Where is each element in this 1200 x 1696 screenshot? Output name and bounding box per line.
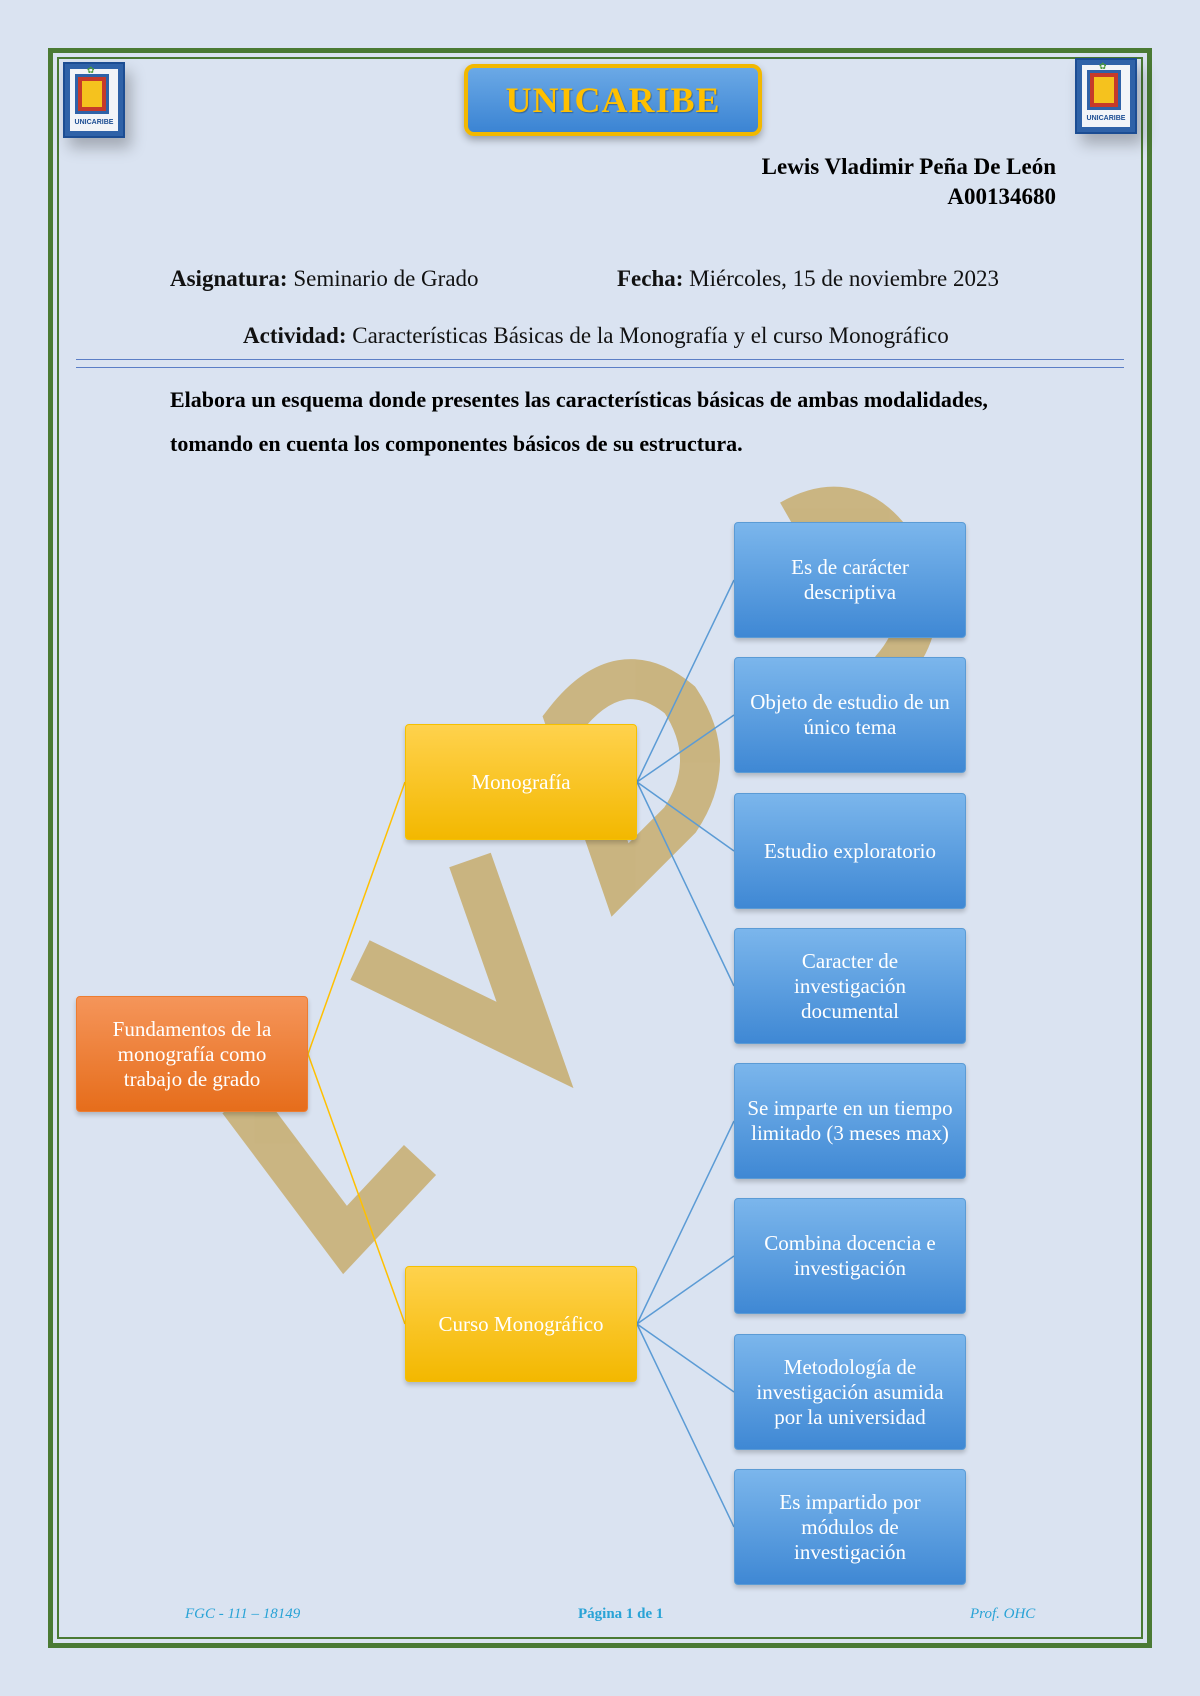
branch-connector <box>307 781 406 1055</box>
date-line: Fecha: Miércoles, 15 de noviembre 2023 <box>617 266 999 292</box>
logo-label: UNICARIBE <box>1086 115 1126 122</box>
leaf-label: Objeto de estudio de un único tema <box>750 690 950 739</box>
header-divider <box>76 359 1124 360</box>
leaf-connector <box>636 579 735 783</box>
leaf-icon: ✿ <box>87 66 95 76</box>
badge-title: UNICARIBE <box>505 80 721 120</box>
root-label: Fundamentos de la monografía como trabaj… <box>112 1016 272 1091</box>
logo-label: UNICARIBE <box>74 119 114 126</box>
branch-label: Curso Monográfico <box>438 1311 604 1336</box>
branch-connector <box>307 1053 406 1325</box>
leaf-node: Metodología de investigación asumida por… <box>734 1334 966 1450</box>
leaf-label: Es impartido por módulos de investigació… <box>779 1489 921 1564</box>
header-divider <box>76 367 1124 368</box>
leaf-label: Es de carácter descriptiva <box>791 555 909 604</box>
leaf-label: Se imparte en un tiempo limitado (3 mese… <box>747 1096 953 1145</box>
subject-label: Asignatura: <box>170 266 288 291</box>
activity-value: Características Básicas de la Monografía… <box>352 323 949 348</box>
activity-label: Actividad: <box>243 323 347 348</box>
leaf-connector <box>636 1120 735 1325</box>
footer-code: FGC - 111 – 18149 <box>185 1606 301 1622</box>
leaf-connector <box>636 714 735 783</box>
leaf-label: Caracter de investigación documental <box>794 948 906 1023</box>
date-value: Miércoles, 15 de noviembre 2023 <box>689 266 999 291</box>
subject-value: Seminario de Grado <box>293 266 479 291</box>
unicaribe-logo-right: ✿ UNICARIBE <box>1075 58 1137 134</box>
instruction-text: Elabora un esquema donde presentes las c… <box>170 387 988 456</box>
leaf-node: Caracter de investigación documental <box>734 928 966 1044</box>
author-id: A00134680 <box>947 184 1056 209</box>
branch-node-curso-monografico: Curso Monográfico <box>405 1266 637 1382</box>
frame-icon <box>75 74 109 114</box>
date-label: Fecha: <box>617 266 684 291</box>
branch-node-monografia: Monografía <box>405 724 637 840</box>
page-border-inner <box>57 57 1143 1639</box>
leaf-connector <box>636 1323 735 1393</box>
leaf-node: Combina docencia e investigación <box>734 1198 966 1314</box>
leaf-connector <box>636 781 735 852</box>
author-block: Lewis Vladimir Peña De León A00134680 <box>762 152 1056 212</box>
root-node: Fundamentos de la monografía como trabaj… <box>76 996 308 1112</box>
author-name: Lewis Vladimir Peña De León <box>761 154 1056 179</box>
leaf-node: Es de carácter descriptiva <box>734 522 966 638</box>
leaf-label: Estudio exploratorio <box>763 838 937 863</box>
frame-icon <box>1087 70 1121 110</box>
leaf-icon: ✿ <box>1099 62 1107 72</box>
footer-professor: Prof. OHC <box>970 1606 1036 1622</box>
leaf-connector <box>636 1323 735 1528</box>
page-border-outer <box>48 48 1152 1648</box>
unicaribe-logo-left: ✿ UNICARIBE <box>63 62 125 138</box>
footer-page-number: Página 1 de 1 <box>578 1606 664 1622</box>
activity-line: Actividad: Características Básicas de la… <box>243 323 949 349</box>
subject-line: Asignatura: Seminario de Grado <box>170 266 479 292</box>
leaf-node: Se imparte en un tiempo limitado (3 mese… <box>734 1063 966 1179</box>
leaf-label: Metodología de investigación asumida por… <box>756 1354 944 1429</box>
branch-label: Monografía <box>471 769 571 794</box>
leaf-node: Estudio exploratorio <box>734 793 966 909</box>
leaf-connector <box>636 1255 735 1325</box>
leaf-connector <box>636 781 735 987</box>
leaf-node: Es impartido por módulos de investigació… <box>734 1469 966 1585</box>
leaf-node: Objeto de estudio de un único tema <box>734 657 966 773</box>
title-badge: UNICARIBE <box>464 64 762 136</box>
leaf-label: Combina docencia e investigación <box>764 1231 936 1280</box>
